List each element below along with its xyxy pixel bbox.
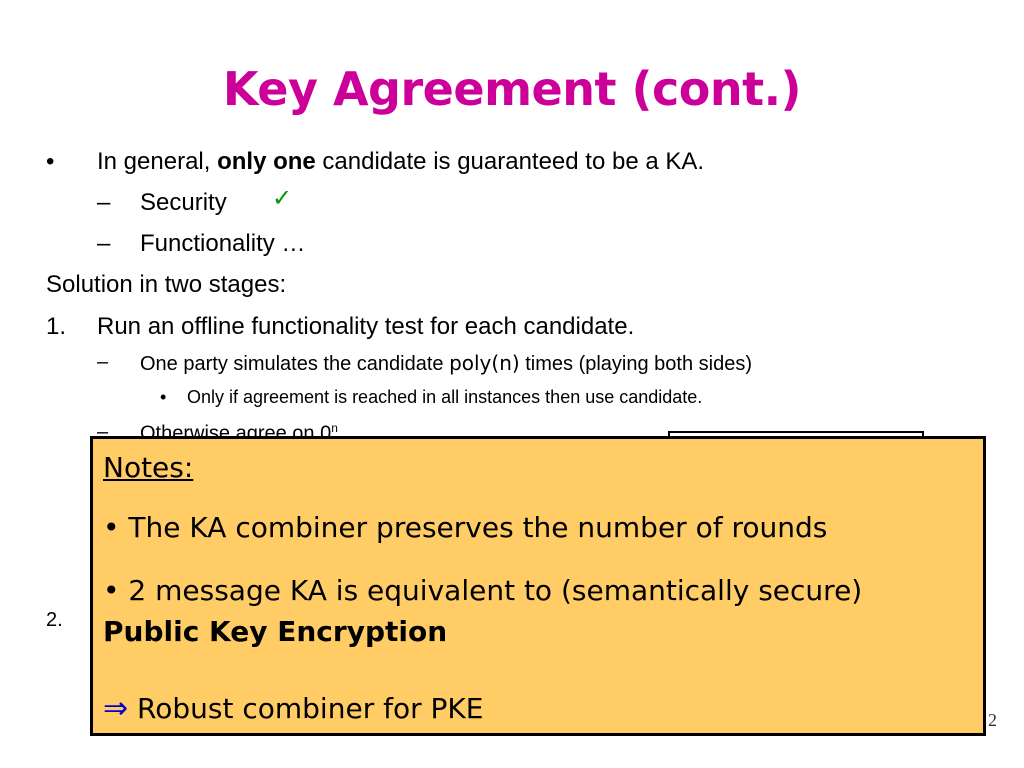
- bullet-1-suffix: candidate is guaranteed to be a KA.: [315, 148, 705, 175]
- bullet-1-text: In general, only one candidate is guaran…: [97, 148, 704, 176]
- dash-marker: –: [97, 351, 109, 373]
- page-number: 2: [988, 710, 997, 730]
- dash-marker: –: [97, 421, 109, 443]
- notes-point-2: • 2 message KA is equivalent to (semanti…: [103, 574, 863, 607]
- step-1-sub-suffix: times (playing both sides): [519, 353, 752, 375]
- checkmark-icon: ✓: [272, 184, 293, 212]
- slide-title: Key Agreement (cont.): [222, 62, 802, 116]
- dash-marker: –: [97, 230, 111, 257]
- notes-box: Notes: • The KA combiner preserves the n…: [90, 436, 986, 736]
- bullet-1-emphasis: only one: [217, 148, 316, 175]
- dash-marker: –: [97, 189, 111, 216]
- bullet-1-prefix: In general,: [97, 148, 218, 175]
- step-1-number: 1.: [46, 313, 67, 340]
- notes-header: Notes:: [103, 451, 194, 484]
- notes-conclusion-text: Robust combiner for PKE: [137, 692, 484, 725]
- step-1-sub: One party simulates the candidate poly(n…: [140, 351, 752, 376]
- implies-arrow-icon: ⇒: [103, 691, 129, 726]
- step-1-subsub: Only if agreement is reached in all inst…: [187, 387, 703, 407]
- bullet-marker: •: [46, 148, 55, 175]
- otherwise-superscript: n: [331, 421, 338, 435]
- step-2-number: 2.: [46, 609, 63, 631]
- solution-heading: Solution in two stages:: [46, 271, 287, 298]
- poly-n-term: poly(n): [449, 351, 520, 375]
- notes-point-2-bold: Public Key Encryption: [103, 615, 448, 648]
- notes-point-1: • The KA combiner preserves the number o…: [103, 511, 828, 544]
- bullet-marker: •: [160, 387, 167, 407]
- sub-functionality: Functionality …: [140, 230, 306, 257]
- notes-conclusion: ⇒ Robust combiner for PKE: [103, 691, 483, 726]
- step-1-sub-prefix: One party simulates the candidate: [140, 353, 450, 375]
- step-1-text: Run an offline functionality test for ea…: [97, 313, 635, 340]
- sub-security: Security: [140, 189, 227, 216]
